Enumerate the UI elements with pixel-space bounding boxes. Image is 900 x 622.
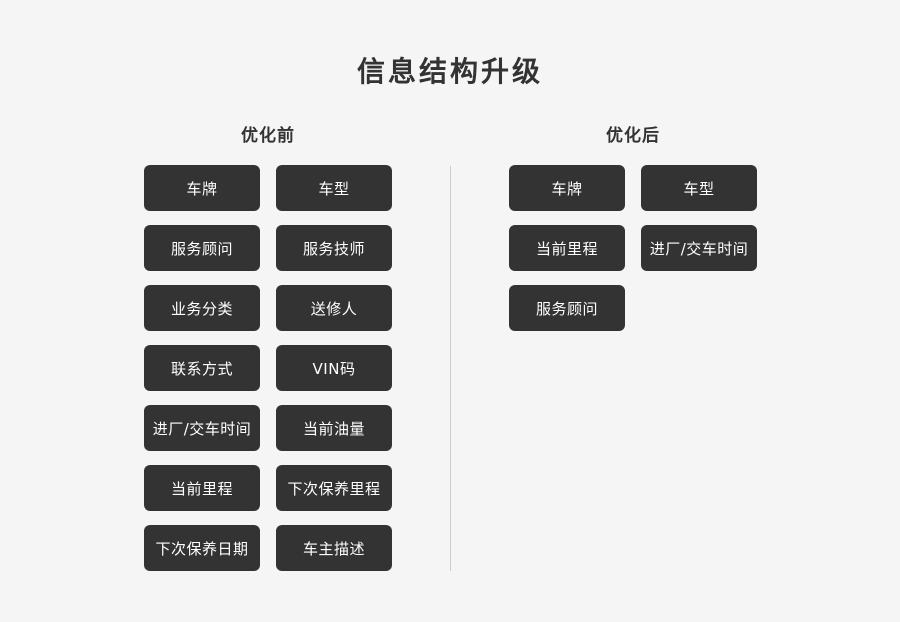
info-box: 当前里程 bbox=[509, 225, 625, 271]
page-title: 信息结构升级 bbox=[356, 55, 543, 88]
info-box: 服务技师 bbox=[276, 225, 392, 271]
info-box: 进厂/交车时间 bbox=[144, 405, 260, 451]
info-box: 车主描述 bbox=[276, 525, 392, 571]
before-column-heading: 优化前 bbox=[241, 126, 295, 146]
divider-line bbox=[450, 166, 451, 571]
info-box: 车型 bbox=[641, 165, 757, 211]
info-box: 车牌 bbox=[509, 165, 625, 211]
info-box: 下次保养日期 bbox=[144, 525, 260, 571]
info-box: 送修人 bbox=[276, 285, 392, 331]
info-box: 下次保养里程 bbox=[276, 465, 392, 511]
info-box: 服务顾问 bbox=[144, 225, 260, 271]
info-box: 车牌 bbox=[144, 165, 260, 211]
info-box: 当前里程 bbox=[144, 465, 260, 511]
info-box: 车型 bbox=[276, 165, 392, 211]
info-box: 服务顾问 bbox=[509, 285, 625, 331]
after-column-heading: 优化后 bbox=[606, 126, 660, 146]
info-box: 业务分类 bbox=[144, 285, 260, 331]
before-boxes-group: 车牌车型服务顾问服务技师业务分类送修人联系方式 VIN码进厂/交车时间当前油量当前… bbox=[144, 165, 392, 571]
info-box: VIN码 bbox=[276, 345, 392, 391]
after-boxes-group: 车牌车型当前里程进厂/交车时间服务顾问 bbox=[509, 165, 757, 331]
info-box: 进厂/交车时间 bbox=[641, 225, 757, 271]
info-box: 当前油量 bbox=[276, 405, 392, 451]
info-box: 联系方式 bbox=[144, 345, 260, 391]
